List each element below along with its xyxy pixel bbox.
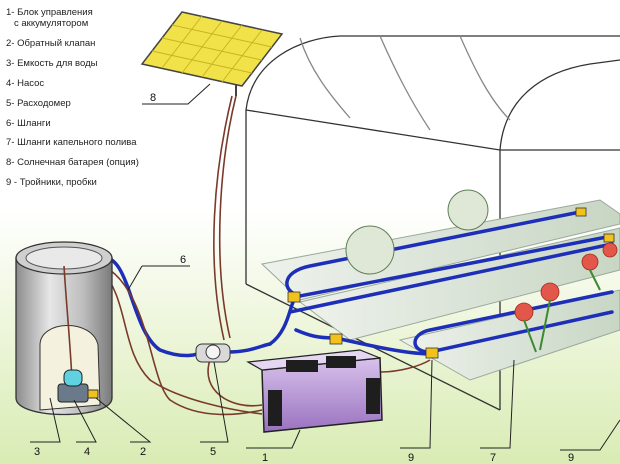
callout-9-left: 9 — [408, 452, 415, 464]
battery-control-unit — [246, 349, 383, 433]
greenhouse — [245, 35, 620, 411]
callout-lines — [30, 83, 620, 451]
legend-item-4: 4- Насос — [6, 77, 45, 89]
callout-6: 6 — [180, 254, 187, 266]
callout-1: 1 — [262, 452, 269, 464]
legend-item-3: 3- Емкость для воды — [6, 57, 98, 69]
callout-8: 8 — [150, 92, 157, 104]
callout-3: 3 — [34, 446, 41, 458]
callout-9-right: 9 — [568, 452, 575, 464]
callout-5: 5 — [210, 446, 217, 458]
pump — [57, 369, 99, 403]
legend-item-1: 1- Блок управления с аккумулятором — [6, 7, 93, 29]
plants — [345, 189, 618, 353]
legend-item-5: 5- Расходомер — [6, 97, 71, 109]
legend: 1- Блок управления с аккумулятором 2- Об… — [6, 7, 166, 198]
callout-4: 4 — [84, 446, 91, 458]
callout-2: 2 — [140, 446, 147, 458]
fittings — [287, 207, 615, 359]
callout-7: 7 — [490, 452, 497, 464]
legend-item-9: 9 - Тройники, пробки — [6, 177, 97, 189]
garden-beds — [260, 199, 620, 381]
legend-item-6: 6- Шланги — [6, 117, 51, 129]
legend-item-7: 7- Шланги капельного полива — [6, 137, 137, 149]
flow-meter — [195, 343, 231, 363]
legend-item-8: 8- Солнечная батарея (опция) — [6, 157, 139, 169]
legend-item-2: 2- Обратный клапан — [6, 37, 96, 49]
solar-panel — [140, 11, 284, 96]
wires — [99, 95, 431, 416]
